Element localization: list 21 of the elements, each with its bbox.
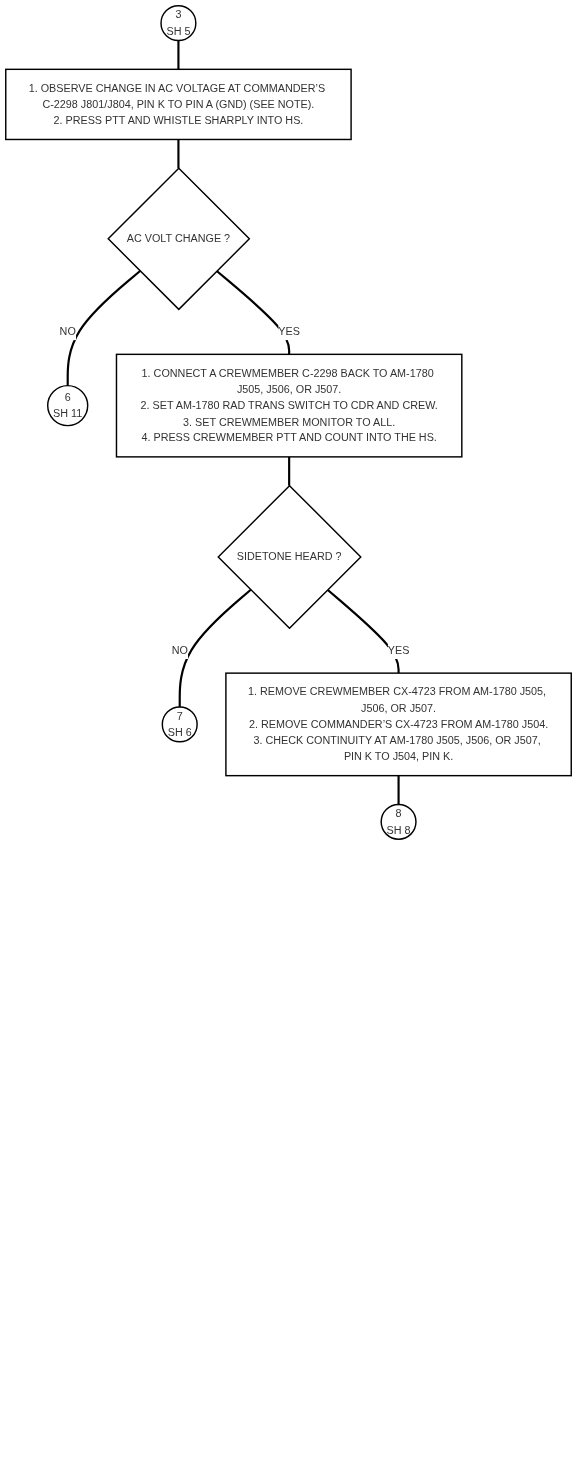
node-box: 1. CONNECT A CREWMEMBER C-2298 BACK TO AM-1780 J505, J506, OR J507. 2. SET AM-1780 RAD TRANS SWITCH TO CDR AND CREW. 3. SET CREWMEMBER MONITOR TO ALL. 4. PRESS CREWMEMBER PTT AND COUNT INTO THE HS. xyxy=(115,353,463,458)
connector xyxy=(326,588,400,674)
connector xyxy=(177,139,180,169)
node-diamond: AC VOLT CHANGE ? xyxy=(107,167,251,311)
edge-label: NO xyxy=(171,644,188,657)
connector xyxy=(397,775,400,805)
node-circle: 3 SH 5 xyxy=(160,5,197,42)
connector xyxy=(216,270,291,355)
node-box: 1. REMOVE CREWMEMBER CX-4723 FROM AM-1780 J505, J506, OR J507. 2. REMOVE COMMANDER’S CX-4723 FROM AM-1780 J504. 3. CHECK CONTINUITY AT AM-1780 J505, J506, OR J507, PIN K TO J504, PIN K. xyxy=(225,672,572,777)
connector xyxy=(177,40,180,70)
node-box: 1. OBSERVE CHANGE IN AC VOLTAGE AT COMMANDER’S C-2298 J801/J804, PIN K TO PIN A (GND) (SEE NOTE). 2. PRESS PTT AND WHISTLE SHARPLY INTO HS. xyxy=(5,68,352,141)
node-diamond: SIDETONE HEARD ? xyxy=(217,484,362,630)
node-circle: 6 SH 11 xyxy=(47,384,89,427)
connector xyxy=(178,588,252,707)
node-circle: 7 SH 6 xyxy=(161,706,198,743)
edge-label: YES xyxy=(387,644,410,657)
edge-label: NO xyxy=(59,325,76,338)
connector xyxy=(66,270,141,386)
node-circle: 8 SH 8 xyxy=(380,803,417,840)
connector xyxy=(288,456,291,486)
edge-label: YES xyxy=(278,325,300,338)
